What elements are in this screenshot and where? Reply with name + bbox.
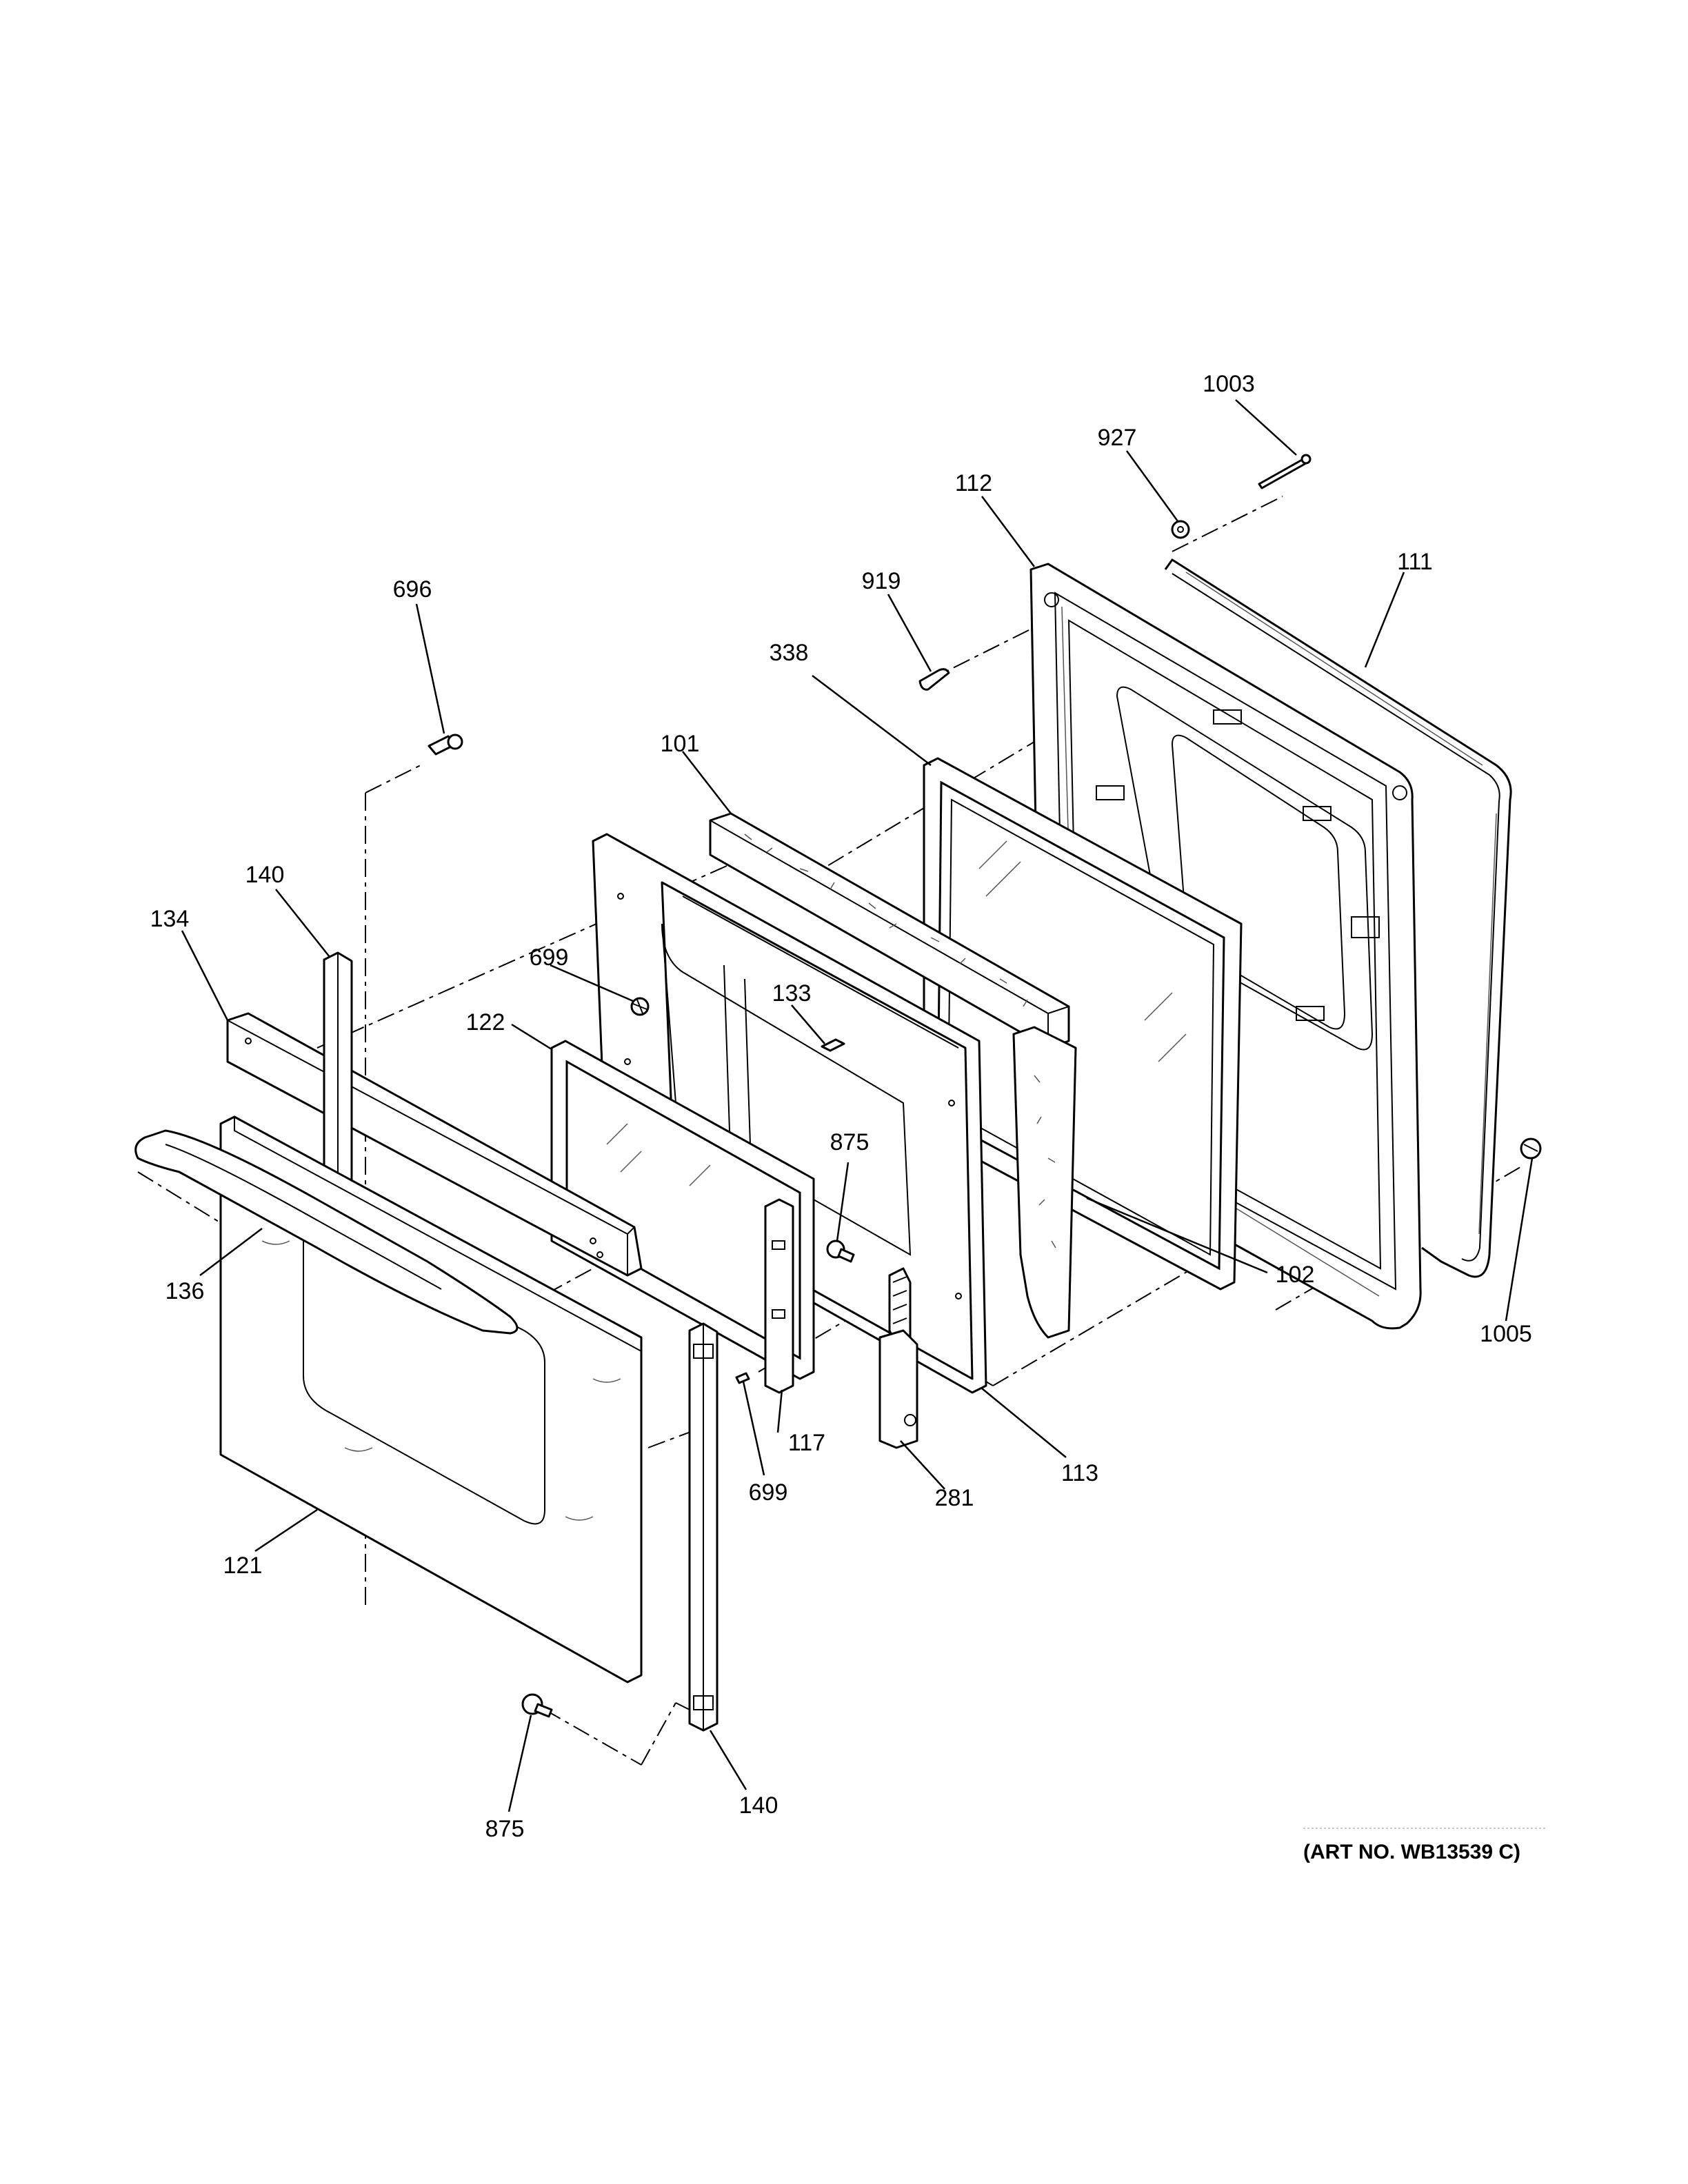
callout-140-upper: 140 bbox=[245, 862, 285, 888]
callout-338: 338 bbox=[770, 640, 809, 666]
callout-102: 102 bbox=[1276, 1262, 1315, 1288]
callout-696: 696 bbox=[393, 576, 432, 603]
callout-919: 919 bbox=[862, 568, 901, 594]
callout-121: 121 bbox=[223, 1553, 263, 1579]
callout-136: 136 bbox=[165, 1278, 205, 1304]
side-trim-140-upper bbox=[323, 951, 353, 1201]
inner-glass-122 bbox=[550, 1040, 815, 1380]
screw-1005 bbox=[1520, 1138, 1542, 1160]
door-handle-136 bbox=[134, 1129, 519, 1335]
callout-875-upper: 875 bbox=[830, 1129, 870, 1155]
callout-927: 927 bbox=[1098, 425, 1137, 451]
screw-699-upper bbox=[630, 997, 650, 1016]
screw-696 bbox=[428, 734, 463, 756]
callout-133: 133 bbox=[772, 980, 812, 1007]
insulation-102 bbox=[1012, 1026, 1077, 1339]
washer-927 bbox=[1171, 520, 1190, 539]
screw-875-lower bbox=[521, 1693, 553, 1718]
callout-1005: 1005 bbox=[1480, 1321, 1532, 1347]
callout-113: 113 bbox=[1061, 1460, 1098, 1486]
glass-pack-338 bbox=[923, 757, 1243, 1291]
art-number: (ART NO. WB13539 C) bbox=[1303, 1841, 1520, 1863]
callout-1003: 1003 bbox=[1203, 371, 1255, 397]
callout-875-lower: 875 bbox=[485, 1816, 525, 1842]
side-trim-140-lower bbox=[688, 1322, 719, 1732]
callout-labels: 1003 927 112 111 919 338 696 101 140 134… bbox=[150, 371, 1532, 1842]
leader-lines bbox=[181, 399, 1534, 1812]
bracket-133 bbox=[821, 1038, 845, 1052]
callout-117: 117 bbox=[788, 1430, 825, 1456]
callout-101: 101 bbox=[661, 731, 700, 757]
screw-699-lower bbox=[735, 1372, 750, 1384]
callout-699-upper: 699 bbox=[530, 944, 569, 971]
hinge-281 bbox=[878, 1267, 918, 1449]
pin-919 bbox=[918, 668, 950, 691]
screw-1003 bbox=[1258, 454, 1312, 489]
callout-122: 122 bbox=[466, 1009, 505, 1035]
callout-281: 281 bbox=[935, 1485, 974, 1511]
callout-699-lower: 699 bbox=[749, 1479, 788, 1506]
callout-134: 134 bbox=[150, 906, 190, 932]
callout-140-lower: 140 bbox=[739, 1792, 778, 1819]
callout-111: 111 bbox=[1397, 549, 1433, 575]
screw-875-upper bbox=[826, 1240, 855, 1263]
callout-112: 112 bbox=[955, 470, 992, 496]
hinge-bracket-117 bbox=[764, 1198, 794, 1394]
